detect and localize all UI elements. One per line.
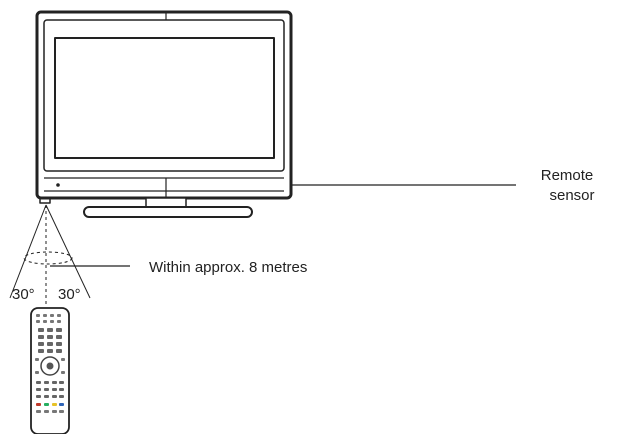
remote-yellow-button: [52, 403, 57, 406]
remote-nav-ok: [46, 362, 54, 370]
remote-nav-ring: [40, 356, 60, 376]
tv-set: [35, 10, 293, 218]
signal-cone: [9, 204, 91, 304]
remote-nav-side-buttons: [35, 358, 65, 374]
remote-red-button: [36, 403, 41, 406]
sensor-foot: [39, 198, 51, 204]
tv-bezel-inner: [43, 19, 285, 172]
remote-sensor-label-line1: Remote: [541, 167, 594, 184]
tv-bezel-outer: [35, 10, 293, 200]
remote-sensor-label-line2: sensor: [549, 187, 594, 204]
remote-top-buttons: [36, 314, 61, 323]
cone-left-edge: [9, 204, 47, 299]
angle-right-label: 30°: [58, 286, 81, 303]
remote-blue-button: [59, 403, 64, 406]
remote-body: [30, 307, 70, 434]
tv-screen: [54, 37, 275, 159]
tv-stand-neck: [145, 197, 187, 208]
remote-control: [30, 307, 70, 434]
cone-range-arc: [23, 251, 73, 265]
remote-green-button: [44, 403, 49, 406]
remote-bottom-buttons: [36, 410, 64, 413]
remote-keypad: [38, 328, 62, 353]
distance-label: Within approx. 8 metres: [149, 259, 307, 276]
angle-left-label: 30°: [12, 286, 35, 303]
cone-right-edge: [45, 204, 91, 299]
tv-stand-base: [83, 206, 253, 218]
remote-lower-buttons: [36, 381, 64, 398]
remote-sensor-dot: [56, 183, 60, 187]
